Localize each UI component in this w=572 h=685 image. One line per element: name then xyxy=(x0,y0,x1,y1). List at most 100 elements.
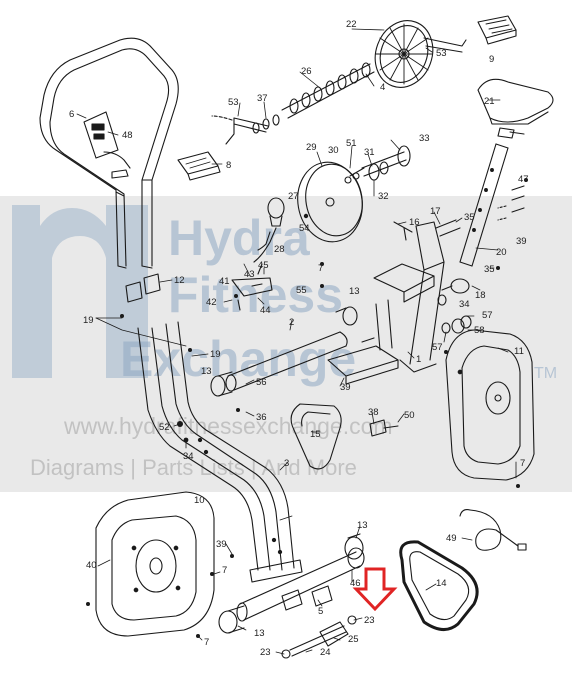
watermark-band xyxy=(0,196,572,492)
callout-56: 56 xyxy=(256,377,267,388)
callout-5: 5 xyxy=(318,606,323,617)
callout-6: 6 xyxy=(69,109,74,120)
upper-handlebar-drawing xyxy=(39,37,179,269)
stabilizer-caps-drawing xyxy=(210,306,358,397)
callout-4: 4 xyxy=(380,82,385,93)
callout-35-upper: 35 xyxy=(464,212,475,223)
watermark: Hydra Fitness Exchange TM www.hydrafitne… xyxy=(0,196,572,492)
callout-31: 31 xyxy=(364,147,375,158)
watermark-logo-icon xyxy=(12,205,148,378)
callout-54: 54 xyxy=(299,223,310,234)
callout-26: 26 xyxy=(301,66,312,77)
callout-39-seat: 39 xyxy=(516,236,527,247)
leader-lines xyxy=(76,28,517,655)
callout-39-lower: 39 xyxy=(216,539,227,550)
callout-28: 28 xyxy=(274,244,285,255)
callout-8: 8 xyxy=(226,160,231,171)
bracket-drawing xyxy=(281,585,333,611)
callout-20: 20 xyxy=(496,247,507,258)
callout-44: 44 xyxy=(260,305,271,316)
callout-58: 58 xyxy=(474,325,485,336)
callout-40: 40 xyxy=(86,560,97,571)
callout-7-left: 7 xyxy=(222,565,227,576)
drive-belt-drawing xyxy=(399,540,479,631)
front-caps-drawing xyxy=(218,533,364,634)
watermark-tagline: Diagrams | Parts Lists | And More xyxy=(30,455,357,480)
watermark-brand-line3: Exchange xyxy=(120,331,356,387)
magnet-bracket-drawing xyxy=(231,263,273,311)
wheel-axle-drawing xyxy=(281,615,357,659)
callout-25: 25 xyxy=(348,634,359,645)
callout-57-lower: 57 xyxy=(432,342,443,353)
callout-3: 3 xyxy=(284,458,289,469)
idler-drawing xyxy=(344,145,411,184)
upright-caps-drawing xyxy=(125,273,161,303)
watermark-brand-line2: Fitness xyxy=(168,267,343,323)
flywheel-drawing xyxy=(297,161,365,243)
callout-22: 22 xyxy=(346,19,357,30)
left-pedal-drawing xyxy=(177,151,221,181)
callout-13-front-top: 13 xyxy=(357,520,368,531)
callout-42: 42 xyxy=(206,297,217,308)
callout-29: 29 xyxy=(306,142,317,153)
highlight-arrow-icon xyxy=(352,567,398,612)
callout-39-frame: 39 xyxy=(340,382,351,393)
callout-7-top: 7 xyxy=(318,263,323,274)
upright-drawing xyxy=(137,321,303,583)
console-drawing xyxy=(83,111,131,179)
watermark-trademark: TM xyxy=(534,365,557,382)
callout-11: 11 xyxy=(514,346,524,357)
watermark-website: www.hydrafitnessexchange.com xyxy=(63,413,393,439)
parts-line-art xyxy=(39,15,554,659)
callout-13-front-bottom: 13 xyxy=(254,628,265,639)
callout-57-upper: 57 xyxy=(482,310,493,321)
callout-52: 52 xyxy=(159,422,170,433)
callout-43: 43 xyxy=(244,269,255,280)
callout-21: 21 xyxy=(484,96,495,107)
callout-45: 45 xyxy=(258,260,269,271)
fastener-marks xyxy=(86,178,528,638)
resistance-knob-drawing xyxy=(253,197,285,263)
callout-13-rear: 13 xyxy=(349,286,360,297)
left-shield-drawing xyxy=(95,491,215,637)
crank-bearing-drawing xyxy=(281,62,375,119)
callout-27: 27 xyxy=(288,191,299,202)
seat-tube-drawing xyxy=(393,219,461,241)
front-stabilizer-drawing xyxy=(236,547,365,622)
callout-18: 18 xyxy=(475,290,486,301)
rear-stabilizer-drawing xyxy=(225,331,348,392)
callout-37: 37 xyxy=(257,93,268,104)
callout-9: 9 xyxy=(489,54,494,65)
callout-53-left: 53 xyxy=(228,97,239,108)
callout-7-bottom: 7 xyxy=(204,637,209,648)
crank-pulley-drawing xyxy=(374,15,517,88)
callout-19-left: 19 xyxy=(83,315,94,326)
callout-19-right: 19 xyxy=(210,349,221,360)
callout-53-right: 53 xyxy=(436,48,447,59)
seat-drawing xyxy=(477,78,554,139)
callout-38: 38 xyxy=(368,407,379,418)
callout-36: 36 xyxy=(256,412,267,423)
callout-7-right: 7 xyxy=(520,458,525,469)
callout-32: 32 xyxy=(378,191,389,202)
callout-35-lower: 35 xyxy=(484,264,495,275)
right-shield-drawing xyxy=(445,329,535,481)
callout-33: 33 xyxy=(419,133,430,144)
callout-12: 12 xyxy=(174,275,185,286)
power-cord-drawing xyxy=(459,509,527,551)
clip-drawing xyxy=(369,419,399,437)
part-callouts: 22 53 9 26 4 21 6 37 53 48 8 29 30 51 31… xyxy=(69,19,529,658)
left-crank-drawing xyxy=(211,114,280,145)
frame-drawing xyxy=(327,221,445,385)
watermark-brand-line1: Hydra xyxy=(168,210,311,266)
callout-30: 30 xyxy=(328,145,339,156)
seat-post-drawing xyxy=(459,143,509,267)
callout-55: 55 xyxy=(296,285,307,296)
callout-17: 17 xyxy=(430,206,441,217)
callout-23-right: 23 xyxy=(364,615,375,626)
callout-16: 16 xyxy=(409,217,420,228)
seat-bolts-drawing xyxy=(497,185,525,221)
callout-50: 50 xyxy=(404,410,415,421)
callout-51: 51 xyxy=(346,138,357,149)
